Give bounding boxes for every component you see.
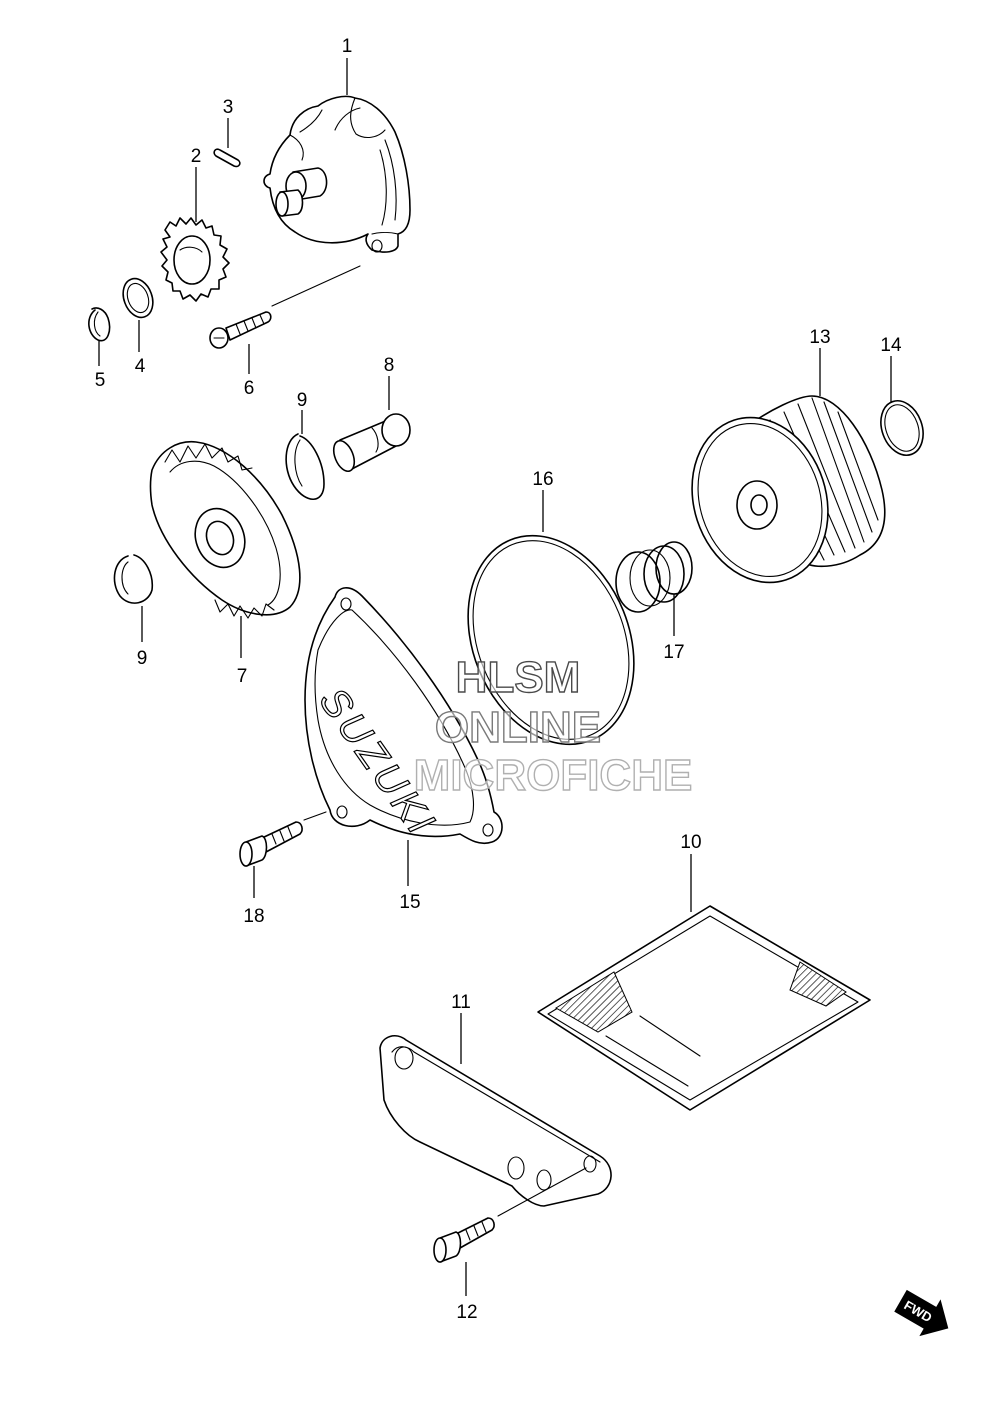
callout-13: 13 [809, 327, 830, 348]
callout-3: 3 [223, 97, 234, 118]
shaft-8 [332, 413, 411, 473]
small-gear [160, 217, 230, 302]
screw-6 [209, 311, 272, 349]
callout-18: 18 [243, 906, 264, 927]
circlip-5 [88, 307, 111, 342]
o-ring-14 [880, 400, 924, 456]
fwd-arrow-icon: FWD [894, 1289, 949, 1337]
leader-lines [98, 58, 892, 1296]
washer-4 [122, 277, 154, 319]
callout-2: 2 [191, 146, 202, 167]
pump-cover: SUZUKI [304, 587, 503, 846]
watermark-line-3: MICROFICHE [414, 751, 693, 800]
circlip-9-left [113, 554, 154, 604]
callout-12: 12 [456, 1302, 477, 1323]
callout-14: 14 [880, 335, 902, 356]
pin [213, 148, 241, 168]
callout-4: 4 [135, 356, 146, 377]
callout-10: 10 [680, 832, 701, 853]
callout-6: 6 [244, 378, 255, 399]
o-ring-16 [467, 534, 635, 746]
callout-15: 15 [399, 892, 420, 913]
callout-1: 1 [342, 36, 353, 57]
callout-16: 16 [532, 469, 553, 490]
callout-labels: 1 2 3 4 5 6 7 8 9 9 10 11 12 13 14 15 16… [95, 36, 902, 1323]
watermark-line-1: HLSM [456, 653, 581, 702]
oil-strainer [537, 905, 871, 1111]
circlip-9-upper [285, 433, 325, 501]
watermark: HLSM ONLINE MICROFICHE [413, 652, 693, 800]
spring-17 [615, 541, 693, 613]
callout-8: 8 [384, 355, 395, 376]
callout-11: 11 [451, 992, 471, 1013]
watermark-line-2: ONLINE [435, 703, 601, 752]
bolt-12 [433, 1217, 495, 1263]
oil-pump-body [263, 95, 411, 253]
bolt-18 [239, 821, 303, 867]
callout-5: 5 [95, 370, 106, 391]
callout-7: 7 [237, 666, 248, 687]
callout-9-left: 9 [137, 648, 148, 669]
large-gear [149, 441, 301, 619]
plate-11 [379, 1035, 612, 1207]
callout-17: 17 [663, 642, 684, 663]
oil-filter [691, 395, 886, 584]
callout-9-upper: 9 [297, 390, 308, 411]
